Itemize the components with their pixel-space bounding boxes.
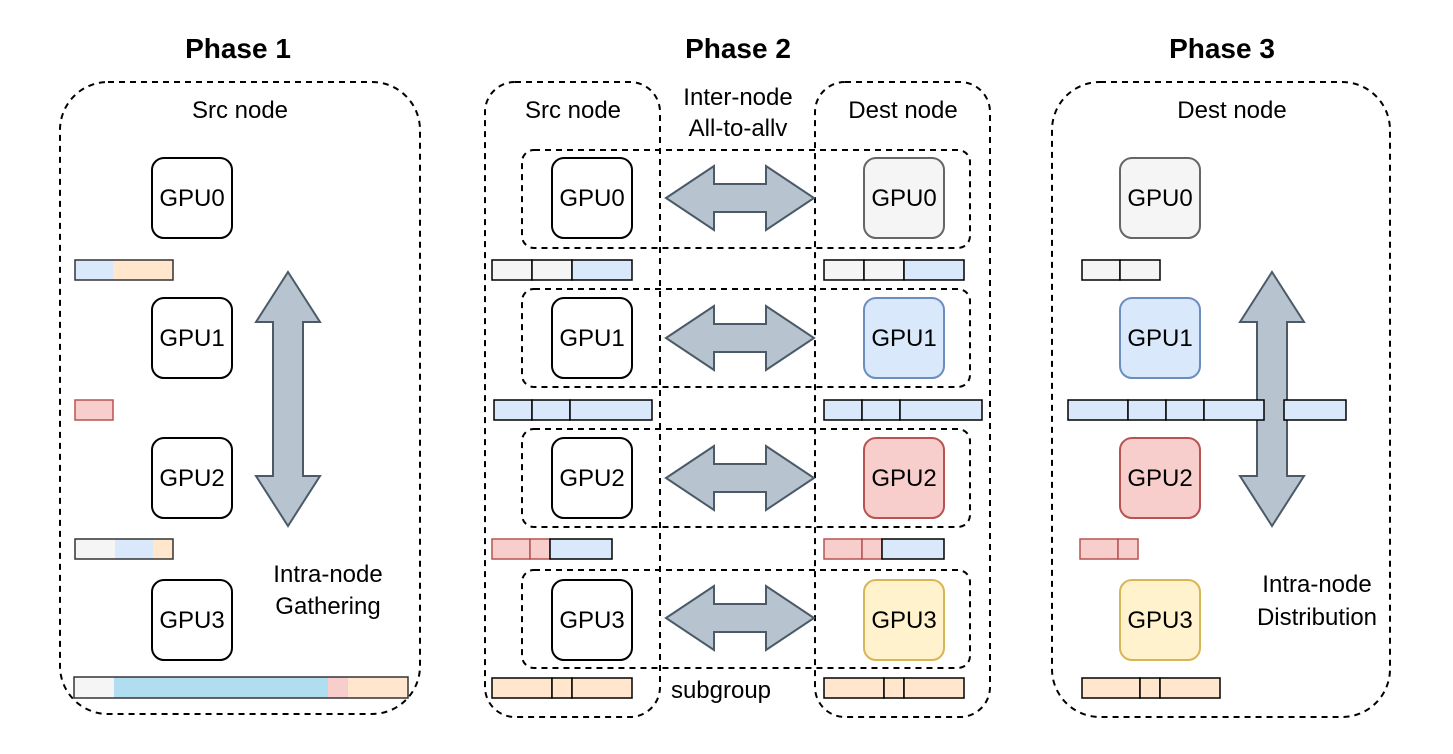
phase-2-dest-buffer-2 xyxy=(823,538,945,560)
phase-3-gpu3-label: GPU3 xyxy=(1127,607,1192,634)
phase-3-gpu2: GPU2 xyxy=(1119,437,1201,519)
all-to-allv-arrow-2-icon xyxy=(664,444,816,512)
phase-2-src-gpu3: GPU3 xyxy=(551,579,633,661)
phase-1-src-node-box xyxy=(59,81,421,715)
phase-2-dest-buffer-1 xyxy=(823,399,983,421)
phase-3-gpu1: GPU1 xyxy=(1119,297,1201,379)
phase-1-gpu0: GPU0 xyxy=(151,157,233,239)
phase-2-src-gpu1: GPU1 xyxy=(551,297,633,379)
subgroup-box-2 xyxy=(521,428,971,528)
phase-2-dest-node-label: Dest node xyxy=(848,97,957,124)
phase-1-buffer-gpu2 xyxy=(74,538,174,560)
all-to-allv-arrow-0-icon xyxy=(664,164,816,232)
phase-3-buffer-gpu2 xyxy=(1079,538,1139,560)
phase-2-dest-buffer-3 xyxy=(823,677,965,699)
phase-2-src-buffer-1 xyxy=(493,399,653,421)
phase-1-gpu0-label: GPU0 xyxy=(159,185,224,212)
phase-3-gpu0-label: GPU0 xyxy=(1127,185,1192,212)
phase-1-gathering-arrow-icon xyxy=(254,270,322,528)
phase-2-dest-gpu2: GPU2 xyxy=(863,437,945,519)
phase-3-dest-node-label: Dest node xyxy=(1177,97,1286,124)
phase-2-src-buffer-0 xyxy=(491,259,633,281)
phase-3-gpu1-label: GPU1 xyxy=(1127,325,1192,352)
phase-1-gpu2: GPU2 xyxy=(151,437,233,519)
phase-1-gpu1: GPU1 xyxy=(151,297,233,379)
phase-3-buffer-gpu1 xyxy=(1067,399,1347,421)
phase-1-src-node-label: Src node xyxy=(192,97,288,124)
phase-1-buffer-gpu0 xyxy=(74,259,174,281)
phase-2-src-gpu1-label: GPU1 xyxy=(559,325,624,352)
phase-1-gpu2-label: GPU2 xyxy=(159,465,224,492)
phase-2-dest-gpu1-label: GPU1 xyxy=(871,325,936,352)
phase-2-src-node-label: Src node xyxy=(525,97,621,124)
phase-1-buffer-gpu3 xyxy=(73,676,409,699)
phase-3-gpu0: GPU0 xyxy=(1119,157,1201,239)
phase-1-gpu3: GPU3 xyxy=(151,579,233,661)
phase-2-src-gpu0: GPU0 xyxy=(551,157,633,239)
phase-1-gpu3-label: GPU3 xyxy=(159,607,224,634)
subgroup-box-0 xyxy=(521,149,971,249)
phase-2-src-gpu2: GPU2 xyxy=(551,437,633,519)
phase-1-gpu1-label: GPU1 xyxy=(159,325,224,352)
phase-2-dest-gpu0: GPU0 xyxy=(863,157,945,239)
phase-2-dest-gpu3: GPU3 xyxy=(863,579,945,661)
phase-2-src-gpu2-label: GPU2 xyxy=(559,465,624,492)
phase-3-intra-node-label: Intra-node xyxy=(1262,571,1371,598)
phase-3-distribution-label: Distribution xyxy=(1257,604,1377,631)
phase-1-intra-node-label: Intra-node xyxy=(273,561,382,588)
phase-2-src-node-box xyxy=(484,81,661,718)
phase-2-dest-gpu1: GPU1 xyxy=(863,297,945,379)
all-to-allv-arrow-1-icon xyxy=(664,304,816,372)
subgroup-label: subgroup xyxy=(671,677,771,704)
phase-2-dest-node-box xyxy=(814,81,991,718)
subgroup-box-3 xyxy=(521,569,971,669)
inter-node-label: Inter-node xyxy=(683,84,792,111)
phase-3-gpu2-label: GPU2 xyxy=(1127,465,1192,492)
phase-2-src-gpu3-label: GPU3 xyxy=(559,607,624,634)
phase-2-src-buffer-3 xyxy=(491,677,633,699)
phase-2-src-buffer-2 xyxy=(491,538,613,560)
phase-3-buffer-gpu3 xyxy=(1081,677,1221,699)
all-to-allv-label: All-to-allv xyxy=(689,115,788,142)
phase-2-dest-gpu3-label: GPU3 xyxy=(871,607,936,634)
phase-3-dest-node-box xyxy=(1051,81,1391,718)
phase-1-buffer-gpu1 xyxy=(74,399,114,421)
subgroup-box-1 xyxy=(521,288,971,388)
phase-2-src-gpu0-label: GPU0 xyxy=(559,185,624,212)
phase-2-dest-buffer-0 xyxy=(823,259,965,281)
phase-3-title: Phase 3 xyxy=(1169,33,1275,64)
all-to-allv-arrow-3-icon xyxy=(664,584,816,652)
phase-2-dest-gpu0-label: GPU0 xyxy=(871,185,936,212)
phase-3-distribution-arrow-icon xyxy=(1238,270,1306,528)
phase-2-dest-gpu2-label: GPU2 xyxy=(871,465,936,492)
phase-1-title: Phase 1 xyxy=(185,33,291,64)
phase-2-title: Phase 2 xyxy=(685,33,791,64)
phase-3-gpu3: GPU3 xyxy=(1119,579,1201,661)
phase-1-gathering-label: Gathering xyxy=(275,593,380,620)
phase-3-buffer-gpu0 xyxy=(1081,259,1161,281)
